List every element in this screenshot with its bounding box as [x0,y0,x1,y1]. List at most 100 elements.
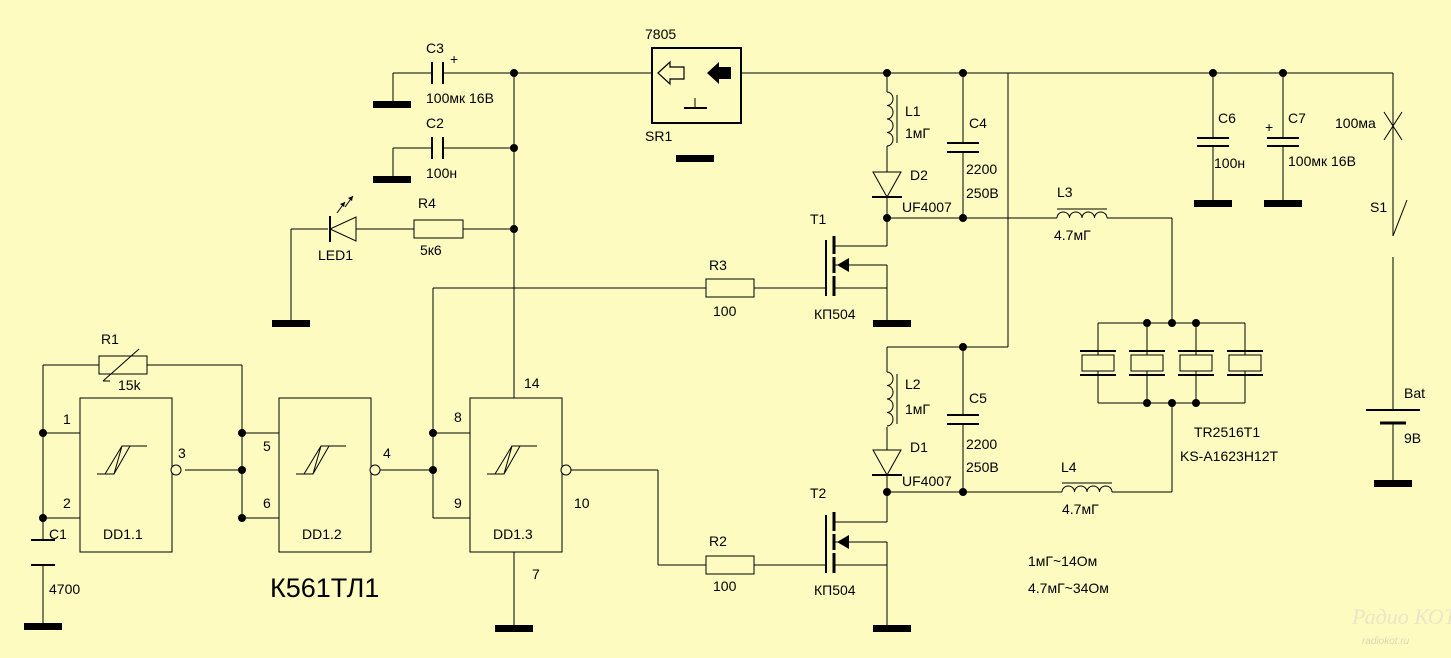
label-c3-value: 100мк 16В [426,90,494,106]
label-d2: D2 [910,167,928,183]
capacitor-c6 [1197,137,1229,147]
regulator-7805 [651,47,742,124]
fuse-icon [1383,111,1403,141]
label-sr1: SR1 [645,128,672,144]
label-r2-value: 100 [713,578,737,594]
label-pin-4: 4 [383,445,391,461]
label-l4: L4 [1061,459,1077,475]
label-c7: C7 [1288,110,1306,126]
label-l3: L3 [1057,184,1073,200]
switch-s1 [1392,199,1408,237]
transducer-1 [1080,350,1116,376]
watermark-logo: Радио КОТ [1351,604,1451,629]
label-pin-3: 3 [178,445,186,461]
diode-d2 [872,171,902,199]
inductor-l2 [886,371,898,427]
label-transducer-1: TR2516T1 [1194,424,1260,440]
capacitor-c2 [431,137,444,159]
label-pin-14: 14 [524,375,540,391]
label-dd1-2: DD1.2 [302,526,342,542]
label-pin-9: 9 [454,495,462,511]
label-r3-value: 100 [713,303,737,319]
led-icon [328,195,357,242]
label-c2-value: 100н [426,165,457,181]
inductor-l3 [1056,208,1108,219]
label-l2: L2 [905,376,921,392]
capacitor-c5 [947,414,979,425]
label-l2-value: 1мГ [905,401,930,417]
label-r2: R2 [709,533,727,549]
label-c5-value-1: 2200 [966,436,997,452]
label-led1: LED1 [318,247,353,263]
label-c3: C3 [426,40,444,56]
transducer-bank [1080,350,1263,376]
capacitor-c1 [31,539,55,566]
label-pin-10: 10 [574,495,590,511]
label-c4-value-2: 250В [966,185,999,201]
mosfet-t2 [825,512,870,573]
label-c7-value: 100мк 16В [1288,153,1356,169]
resistor-r1 [98,348,148,382]
label-7805: 7805 [645,26,676,42]
junction-dots [39,69,1287,522]
label-d1-value: UF4007 [902,473,952,489]
label-r4-value: 5к6 [420,242,442,258]
label-r1: R1 [101,331,119,347]
label-transducer-2: KS-A1623H12T [1180,448,1279,464]
label-l4-value: 4.7мГ [1062,501,1099,517]
resistor-r2 [705,555,755,575]
label-bat-value: 9В [1404,430,1421,446]
label-c2: C2 [426,115,444,131]
label-c4-value-1: 2200 [966,161,997,177]
label-pin-1: 1 [63,411,71,427]
inductor-l4 [1061,482,1113,493]
label-c3-plus: + [450,51,458,67]
battery-icon [1366,409,1420,425]
label-chip-type: К561ТЛ1 [270,573,379,603]
inductor-l1 [886,91,898,147]
label-r1-value: 15k [118,377,142,393]
watermark-url: radiokot.ru [1362,636,1410,647]
label-pin-7: 7 [532,566,540,582]
label-pin-5: 5 [263,438,271,454]
label-t2: T2 [810,485,827,501]
label-r3: R3 [709,257,727,273]
label-s1: S1 [1370,199,1387,215]
label-c5-value-2: 250В [966,459,999,475]
label-r4: R4 [418,195,436,211]
resistor-r4 [413,219,464,239]
labels: 7805 SR1 C3 + 100мк 16В C2 100н R4 5к6 L… [49,26,1451,647]
mosfet-t1 [825,236,870,296]
ground-symbols [24,101,1412,632]
transducer-3 [1178,350,1214,376]
wires [42,72,1394,625]
label-l1: L1 [905,103,921,119]
label-note-2: 4.7мГ~34Ом [1028,580,1109,596]
gate-dd1-3 [469,397,572,553]
label-c4: C4 [969,115,987,131]
label-c6-value: 100н [1214,155,1245,171]
label-c7-plus: + [1265,119,1273,135]
transducer-4 [1227,350,1263,376]
label-pin-8: 8 [454,409,462,425]
transducer-2 [1129,350,1165,376]
label-dd1-1: DD1.1 [103,526,143,542]
resistor-r3 [705,278,755,298]
label-c6: C6 [1218,110,1236,126]
label-fuse: 100ма [1335,115,1376,131]
label-c1-value: 4700 [49,581,80,597]
label-l3-value: 4.7мГ [1054,227,1091,243]
gate-dd1-2 [278,397,381,553]
capacitor-c3 [431,62,444,84]
label-t1: T1 [810,211,827,227]
label-dd1-3: DD1.3 [493,526,533,542]
capacitor-c7 [1267,137,1299,147]
label-c5: C5 [969,390,987,406]
label-pin-6: 6 [263,495,271,511]
label-t2-value: КП504 [814,582,856,598]
label-c1: C1 [49,526,67,542]
label-note-1: 1мГ~14Ом [1028,553,1097,569]
label-pin-2: 2 [63,495,71,511]
capacitor-c4 [947,142,979,153]
